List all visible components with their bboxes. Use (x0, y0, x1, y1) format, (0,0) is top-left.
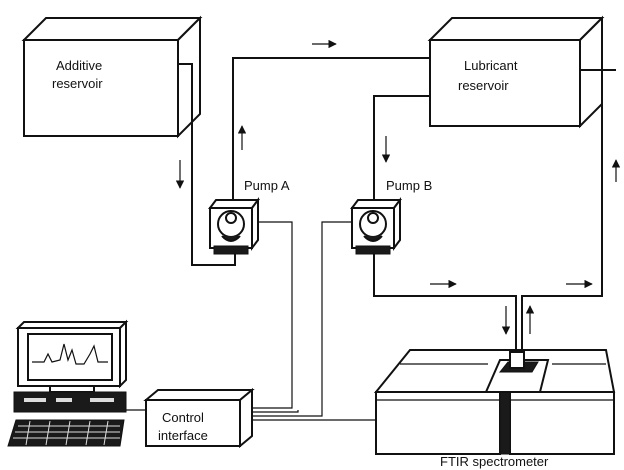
tube-pump-a-to-lubricant (232, 57, 430, 205)
cable-pump-b (252, 221, 356, 417)
pump-b: Pump B (350, 178, 432, 255)
lubricant-reservoir: Lubricant reservoir (427, 15, 605, 129)
tube-ftir-return (521, 104, 603, 352)
monitor-screen (27, 333, 113, 381)
tube-pump-b-to-ftir (373, 248, 517, 352)
flow-arrows (175, 39, 621, 335)
additive-reservoir-label-1: Additive (56, 58, 102, 73)
pump-a: Pump A (208, 178, 290, 255)
flow-cell (509, 351, 525, 369)
tube-lubricant-to-pump-b (373, 95, 430, 205)
lubricant-reservoir-label-1: Lubricant (464, 58, 518, 73)
control-interface-label-1: Control (162, 410, 204, 425)
spectrum-trace (32, 343, 108, 365)
additive-reservoir: Additive reservoir (21, 15, 203, 139)
ftir-label: FTIR spectrometer (440, 454, 549, 469)
tubing (178, 57, 616, 352)
cable-pump-a (252, 221, 293, 409)
control-interface-label-2: interface (158, 428, 208, 443)
tube-additive-to-pump-a (178, 63, 236, 266)
additive-reservoir-label-2: reservoir (52, 76, 103, 91)
lubricant-reservoir-label-2: reservoir (458, 78, 509, 93)
computer-workstation-icon (7, 319, 129, 447)
control-cables (120, 221, 380, 421)
ftir-spectrometer: FTIR spectrometer (373, 349, 616, 469)
pump-b-label: Pump B (386, 178, 432, 193)
control-interface: Control interface (143, 387, 255, 449)
pump-a-label: Pump A (244, 178, 290, 193)
